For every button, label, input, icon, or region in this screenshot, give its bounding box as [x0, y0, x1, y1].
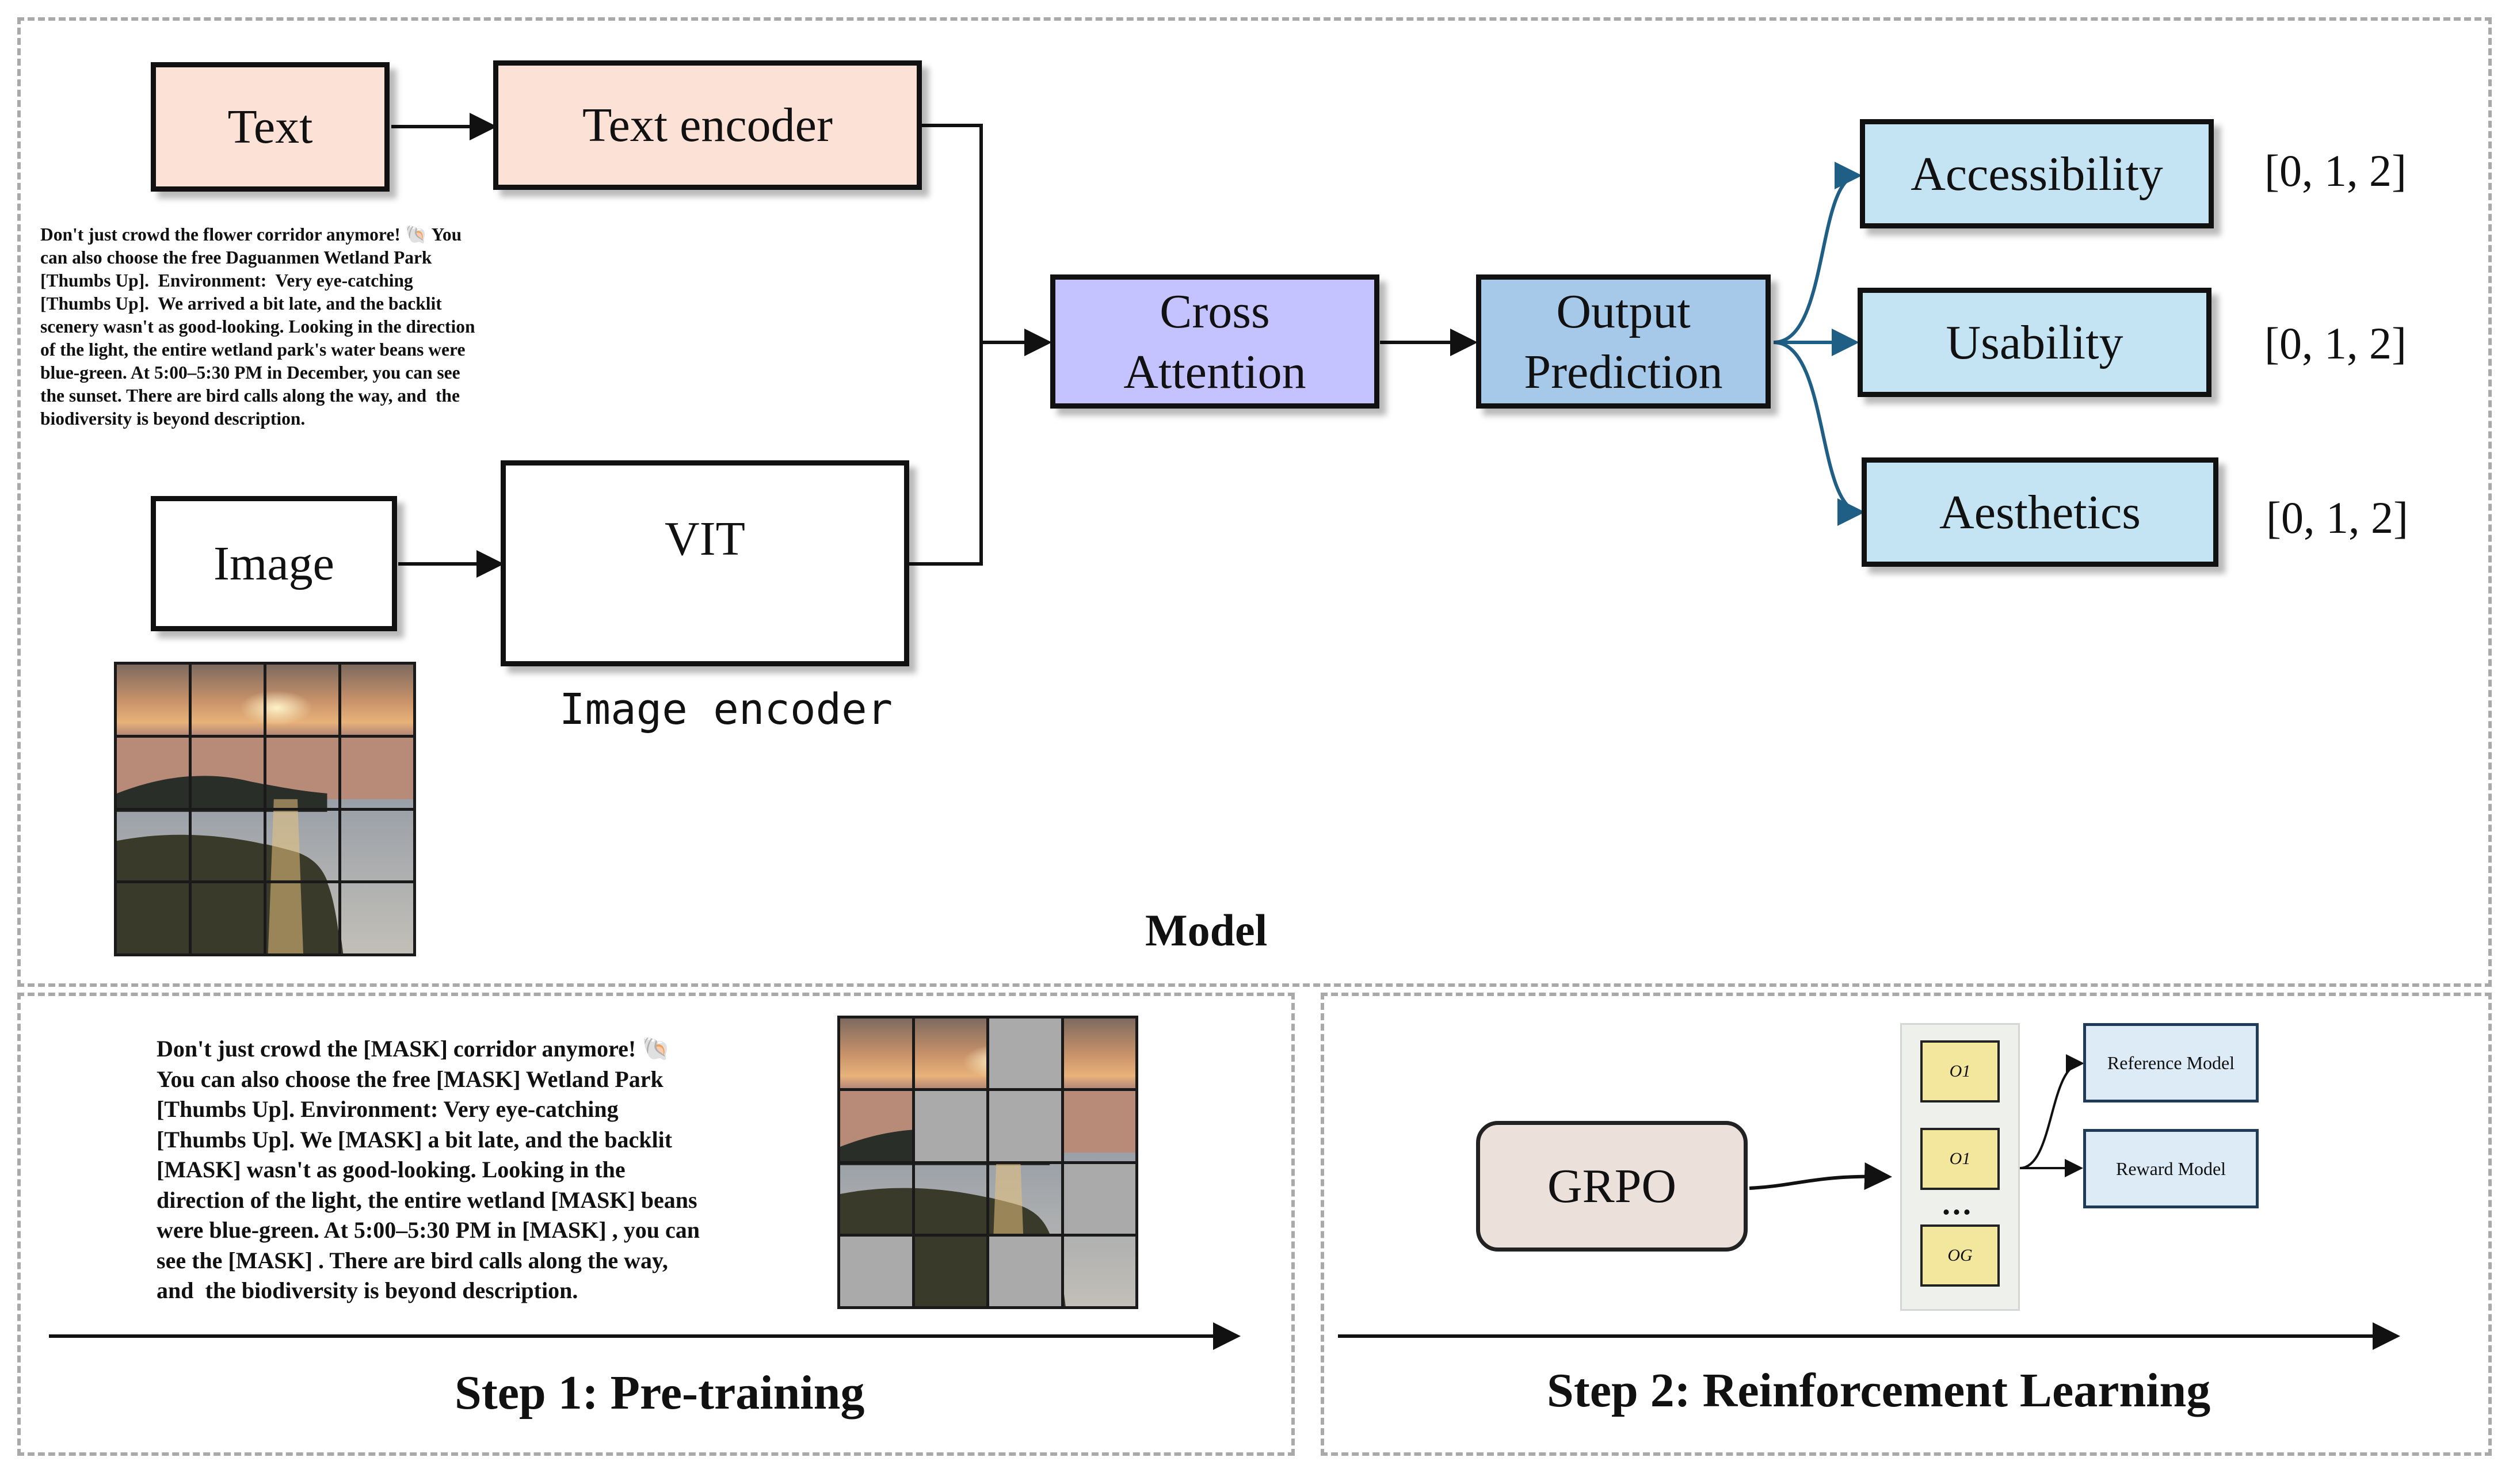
image-patch [1063, 1091, 1135, 1161]
cross-attention-box: Cross Attention [1050, 274, 1379, 409]
model-title: Model [1145, 905, 1268, 955]
image-patch [341, 737, 413, 808]
image-patch [1063, 1236, 1135, 1306]
step1-masked-text: Don't just crowd the [MASK] corridor any… [157, 1036, 700, 1303]
image-patch [914, 1163, 986, 1234]
image-patch [192, 883, 264, 953]
image-patch [266, 810, 338, 881]
aesthetics-box: Aesthetics [1862, 457, 2218, 567]
arrow-grpo-to-outputs [1749, 1162, 1892, 1191]
image-patch [117, 665, 189, 735]
image-patch [914, 1018, 986, 1089]
image-patch [266, 883, 338, 953]
output-token-2: O1 [1920, 1128, 2000, 1190]
image-patch [1063, 1018, 1135, 1089]
grpo-box: GRPO [1476, 1121, 1748, 1252]
image-patch [840, 1018, 912, 1089]
step2-panel [1321, 993, 2492, 1456]
image-patch [117, 883, 189, 953]
image-patch [266, 737, 338, 808]
text-box: Text [151, 62, 390, 192]
model-panel [17, 17, 2492, 987]
output-token-g: OG [1920, 1224, 2000, 1287]
vit-box: VIT [501, 460, 909, 666]
image-patch [840, 1091, 912, 1161]
usability-range: [0, 1, 2] [2264, 318, 2407, 368]
branch-accessibility [1773, 162, 1862, 344]
masked-image-patch [989, 1091, 1061, 1161]
accessibility-range: [0, 1, 2] [2264, 146, 2407, 196]
step1-masked-image-patches [837, 1016, 1138, 1309]
outputs-ellipsis: ... [1942, 1186, 1973, 1222]
output-prediction-box: Output Prediction [1476, 274, 1771, 409]
masked-image-patch [840, 1236, 912, 1306]
branch-aesthetics [1773, 341, 1865, 526]
output-token-1: O1 [1920, 1040, 2000, 1102]
connector-text-encoder-out [908, 124, 983, 566]
image-box: Image [151, 496, 397, 631]
text-encoder-box: Text encoder [493, 60, 922, 190]
arrow-outputs-to-reference [2019, 1054, 2084, 1169]
masked-image-patch [989, 1018, 1061, 1089]
model-sample-text: Don't just crowd the flower corridor any… [40, 224, 475, 429]
reward-model-box: Reward Model [2083, 1129, 2259, 1208]
masked-image-patch [989, 1236, 1061, 1306]
reference-model-box: Reference Model [2083, 1023, 2259, 1102]
step2-title: Step 2: Reinforcement Learning [1547, 1364, 2211, 1417]
image-patch [192, 665, 264, 735]
image-encoder-label: Image encoder [559, 685, 893, 734]
masked-image-patch [1063, 1163, 1135, 1234]
image-patch [192, 810, 264, 881]
image-patch [341, 810, 413, 881]
image-patch [341, 665, 413, 735]
aesthetics-range: [0, 1, 2] [2266, 493, 2408, 543]
step1-panel [17, 993, 1295, 1456]
image-patch [840, 1163, 912, 1234]
image-patch [266, 665, 338, 735]
image-patch [192, 737, 264, 808]
image-patch [341, 883, 413, 953]
image-patch [914, 1236, 986, 1306]
masked-image-patch [914, 1091, 986, 1161]
step1-title: Step 1: Pre-training [455, 1366, 865, 1420]
image-patch [117, 810, 189, 881]
usability-box: Usability [1858, 288, 2211, 397]
model-image-patches [114, 662, 416, 956]
image-patch [117, 737, 189, 808]
image-patch [989, 1163, 1061, 1234]
accessibility-box: Accessibility [1860, 119, 2214, 228]
